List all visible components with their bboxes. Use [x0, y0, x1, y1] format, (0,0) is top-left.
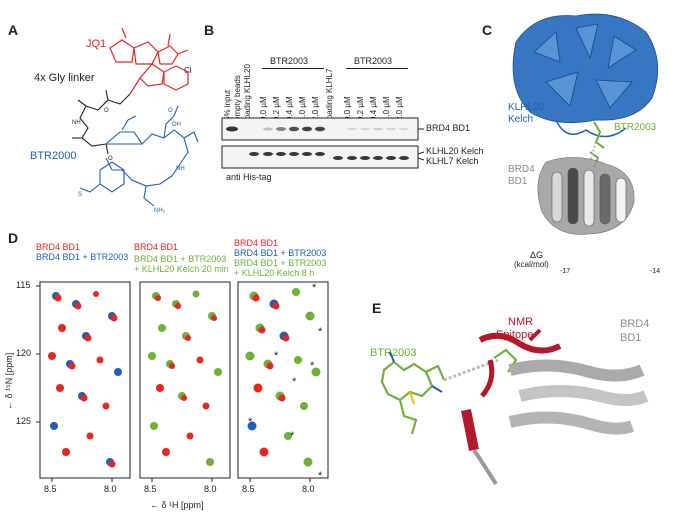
nmr-label-1: NMR: [508, 316, 534, 328]
brd4-label-e-1: BRD4: [620, 318, 650, 330]
svg-text:O: O: [104, 108, 109, 114]
band-klhl20: KLHL20 Kelch: [426, 146, 484, 156]
group2-label: BTR2003: [354, 56, 393, 66]
band-brd4: BRD4 BD1: [426, 123, 471, 133]
band-klhl7: KLHL7 Kelch: [426, 156, 479, 166]
xtick-2b: 8.0: [204, 484, 217, 494]
ytick-120: 120: [16, 348, 32, 358]
xtick-3a: 8.5: [242, 484, 255, 494]
panel-e-label: E: [372, 300, 382, 316]
x-axis-label: ← δ ¹H [ppm]: [150, 500, 204, 510]
lane-empty-beads: empty beads: [233, 75, 242, 121]
panel-d-label: D: [8, 230, 19, 246]
legend3-line4: + KLHL20 Kelch 8 h: [234, 268, 315, 278]
asterisk-5: *: [310, 360, 315, 372]
asterisk-8: *: [318, 470, 323, 482]
xtick-3b: 8.0: [302, 484, 315, 494]
legend3-line2: BRD4 BD1 + BTR2003: [234, 248, 327, 258]
svg-text:O: O: [108, 156, 113, 162]
panel-b-label: B: [204, 22, 215, 38]
svg-text:NH₂: NH₂: [154, 208, 166, 214]
btr2003-label-e: BTR2003: [370, 347, 417, 359]
legend2-line1: BRD4 BD1: [134, 242, 179, 252]
legend3-line1: BRD4 BD1: [234, 238, 279, 248]
brd4-label-c-1: BRD4: [508, 164, 535, 175]
chemical-structure: O NH O O OH NH NH₂ S: [72, 27, 199, 214]
y-axis-label: ← δ ¹⁵N [ppm]: [4, 352, 14, 410]
xtick-1a: 8.5: [44, 484, 57, 494]
svg-text:O: O: [168, 108, 173, 114]
legend2-line3: + KLHL20 Kelch 20 min: [134, 264, 229, 274]
brd4-label-c-2: BD1: [508, 176, 528, 187]
asterisk-4: *: [292, 376, 297, 388]
scale-max: -14: [650, 268, 661, 275]
antibody-label: anti His-tag: [226, 172, 272, 182]
legend1-line2: BRD4 BD1 + BTR2003: [36, 252, 129, 262]
chloro-label: Cl: [184, 66, 192, 75]
brd4-label-e-2: BD1: [620, 332, 642, 344]
ytick-125: 125: [16, 416, 32, 426]
asterisk-3: *: [274, 350, 279, 362]
lane-loading-klhl7: loading KLHL7: [325, 68, 334, 121]
svg-text:NH: NH: [72, 120, 81, 126]
asterisk-1: *: [312, 282, 317, 294]
panel-a-label: A: [8, 22, 19, 38]
svg-text:S: S: [78, 192, 82, 198]
western-blot: [221, 117, 425, 169]
legend1-line1: BRD4 BD1: [36, 242, 81, 252]
xtick-2a: 8.5: [144, 484, 157, 494]
scale-title: ΔG: [530, 250, 544, 260]
btr2000-label: BTR2000: [30, 150, 77, 162]
asterisk-7: *: [290, 430, 295, 442]
protein-structure-e: [380, 328, 649, 486]
xtick-1b: 8.0: [104, 484, 117, 494]
panel-c-label: C: [482, 22, 493, 38]
btr2003-label-c: BTR2003: [614, 122, 657, 133]
klhl20-label-2: Kelch: [508, 114, 534, 125]
nmr-spectra: [36, 281, 329, 482]
group1-label: BTR2003: [270, 56, 309, 66]
klhl20-label-1: KLHL20: [508, 102, 545, 113]
protein-structure-c: [512, 13, 659, 235]
lane-loading-klhl20: loading KLHL20: [243, 64, 252, 121]
jq1-label: JQ1: [86, 38, 107, 50]
scale-unit: (kcal/mol): [514, 260, 549, 269]
legend3-line3: BRD4 BD1 + BTR2003: [234, 258, 327, 268]
linker-label: 4x Gly linker: [34, 72, 95, 84]
ytick-115: 115: [16, 280, 31, 290]
asterisk-2: *: [318, 326, 323, 338]
svg-text:OH: OH: [172, 122, 181, 128]
scale-min: -17: [560, 268, 571, 275]
asterisk-6: *: [248, 416, 253, 428]
svg-text:NH: NH: [176, 166, 185, 172]
legend2-line2: BRD4 BD1 + BTR2003: [134, 254, 227, 264]
